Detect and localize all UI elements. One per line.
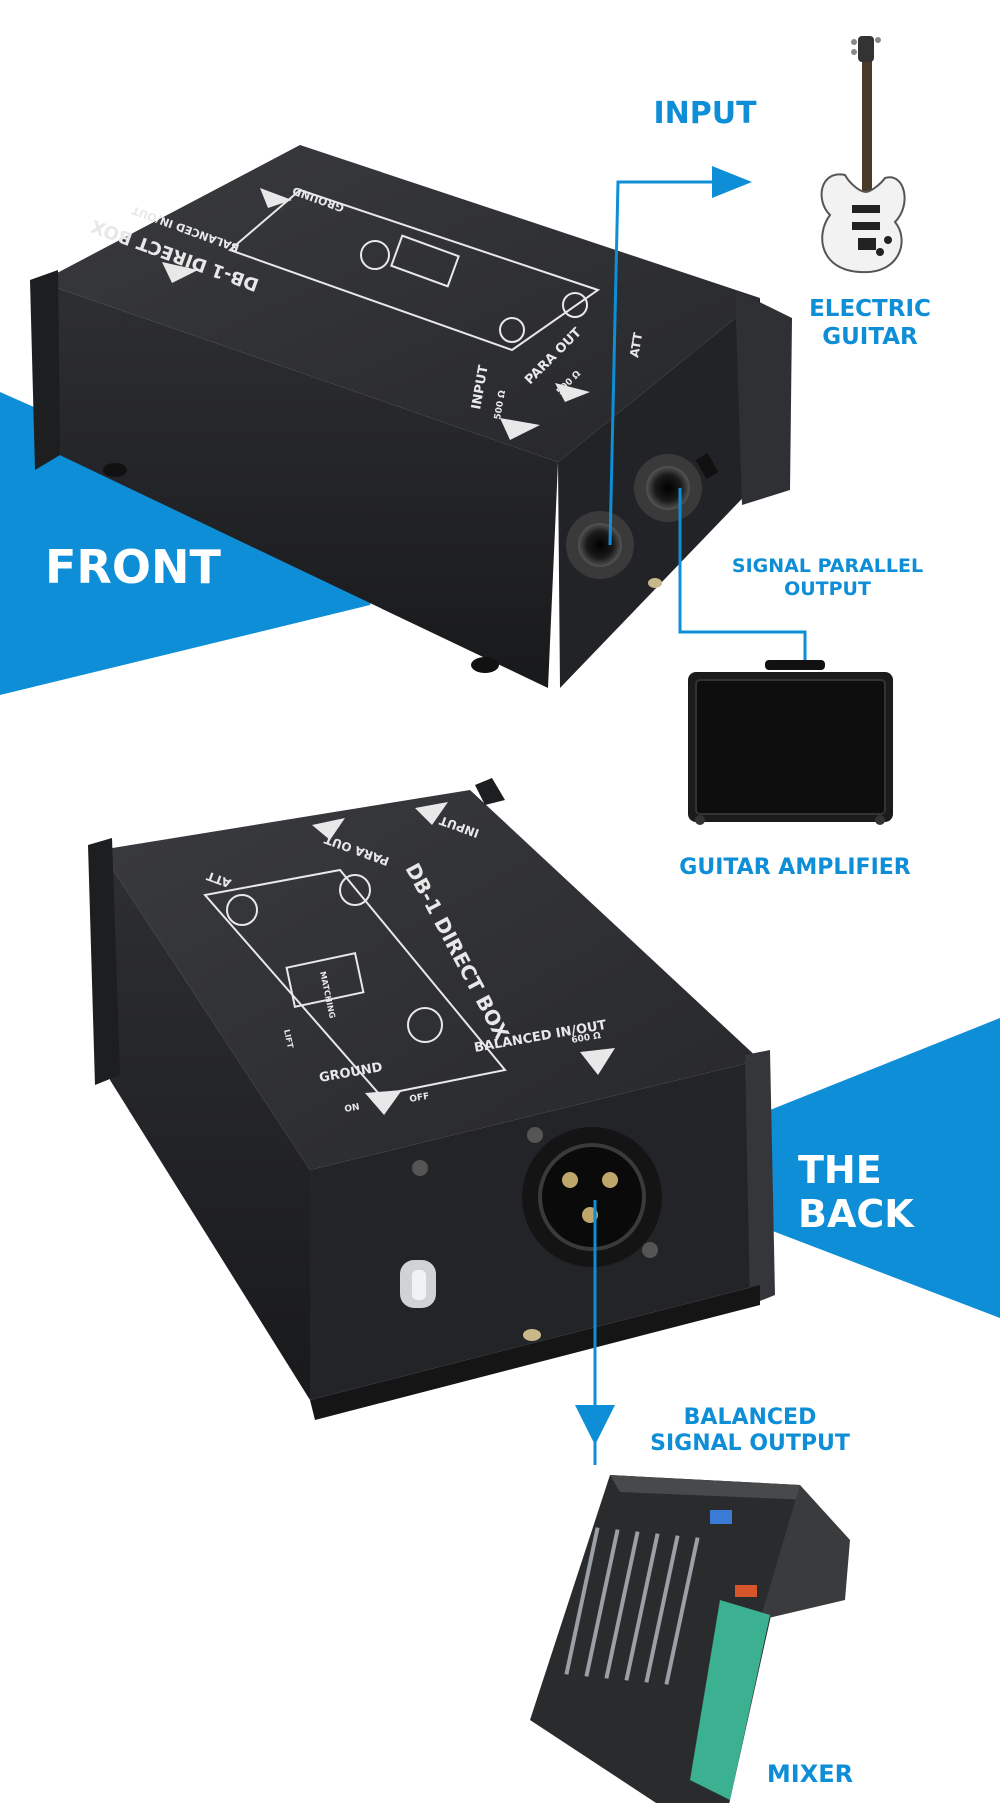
mixer-image [530,1475,850,1803]
back-banner [770,1018,1000,1318]
balanced-signal-output-label: BALANCED SIGNAL OUTPUT [650,1405,850,1457]
mixer-label: MIXER [766,1760,854,1788]
back-off-text: OFF [409,1092,430,1105]
back-on-text: ON [344,1102,361,1114]
guitar-amplifier-label: GUITAR AMPLIFIER [679,855,911,880]
front-att-text: ATT [627,331,645,359]
electric-guitar-image [820,36,906,274]
the-back-label: THE BACK [798,1148,914,1236]
input-label: INPUT [653,96,757,131]
front-label: FRONT [45,540,221,594]
guitar-amplifier-image [688,660,893,825]
front-direct-box [30,145,792,688]
back-lift-text: LIFT [282,1029,295,1050]
input-arrow [712,166,752,198]
balanced-output-arrow [575,1405,615,1445]
back-direct-box [88,778,775,1420]
signal-parallel-output-label: SIGNAL PARALLEL OUTPUT [731,555,924,600]
electric-guitar-label: ELECTRIC GUITAR [809,296,931,350]
